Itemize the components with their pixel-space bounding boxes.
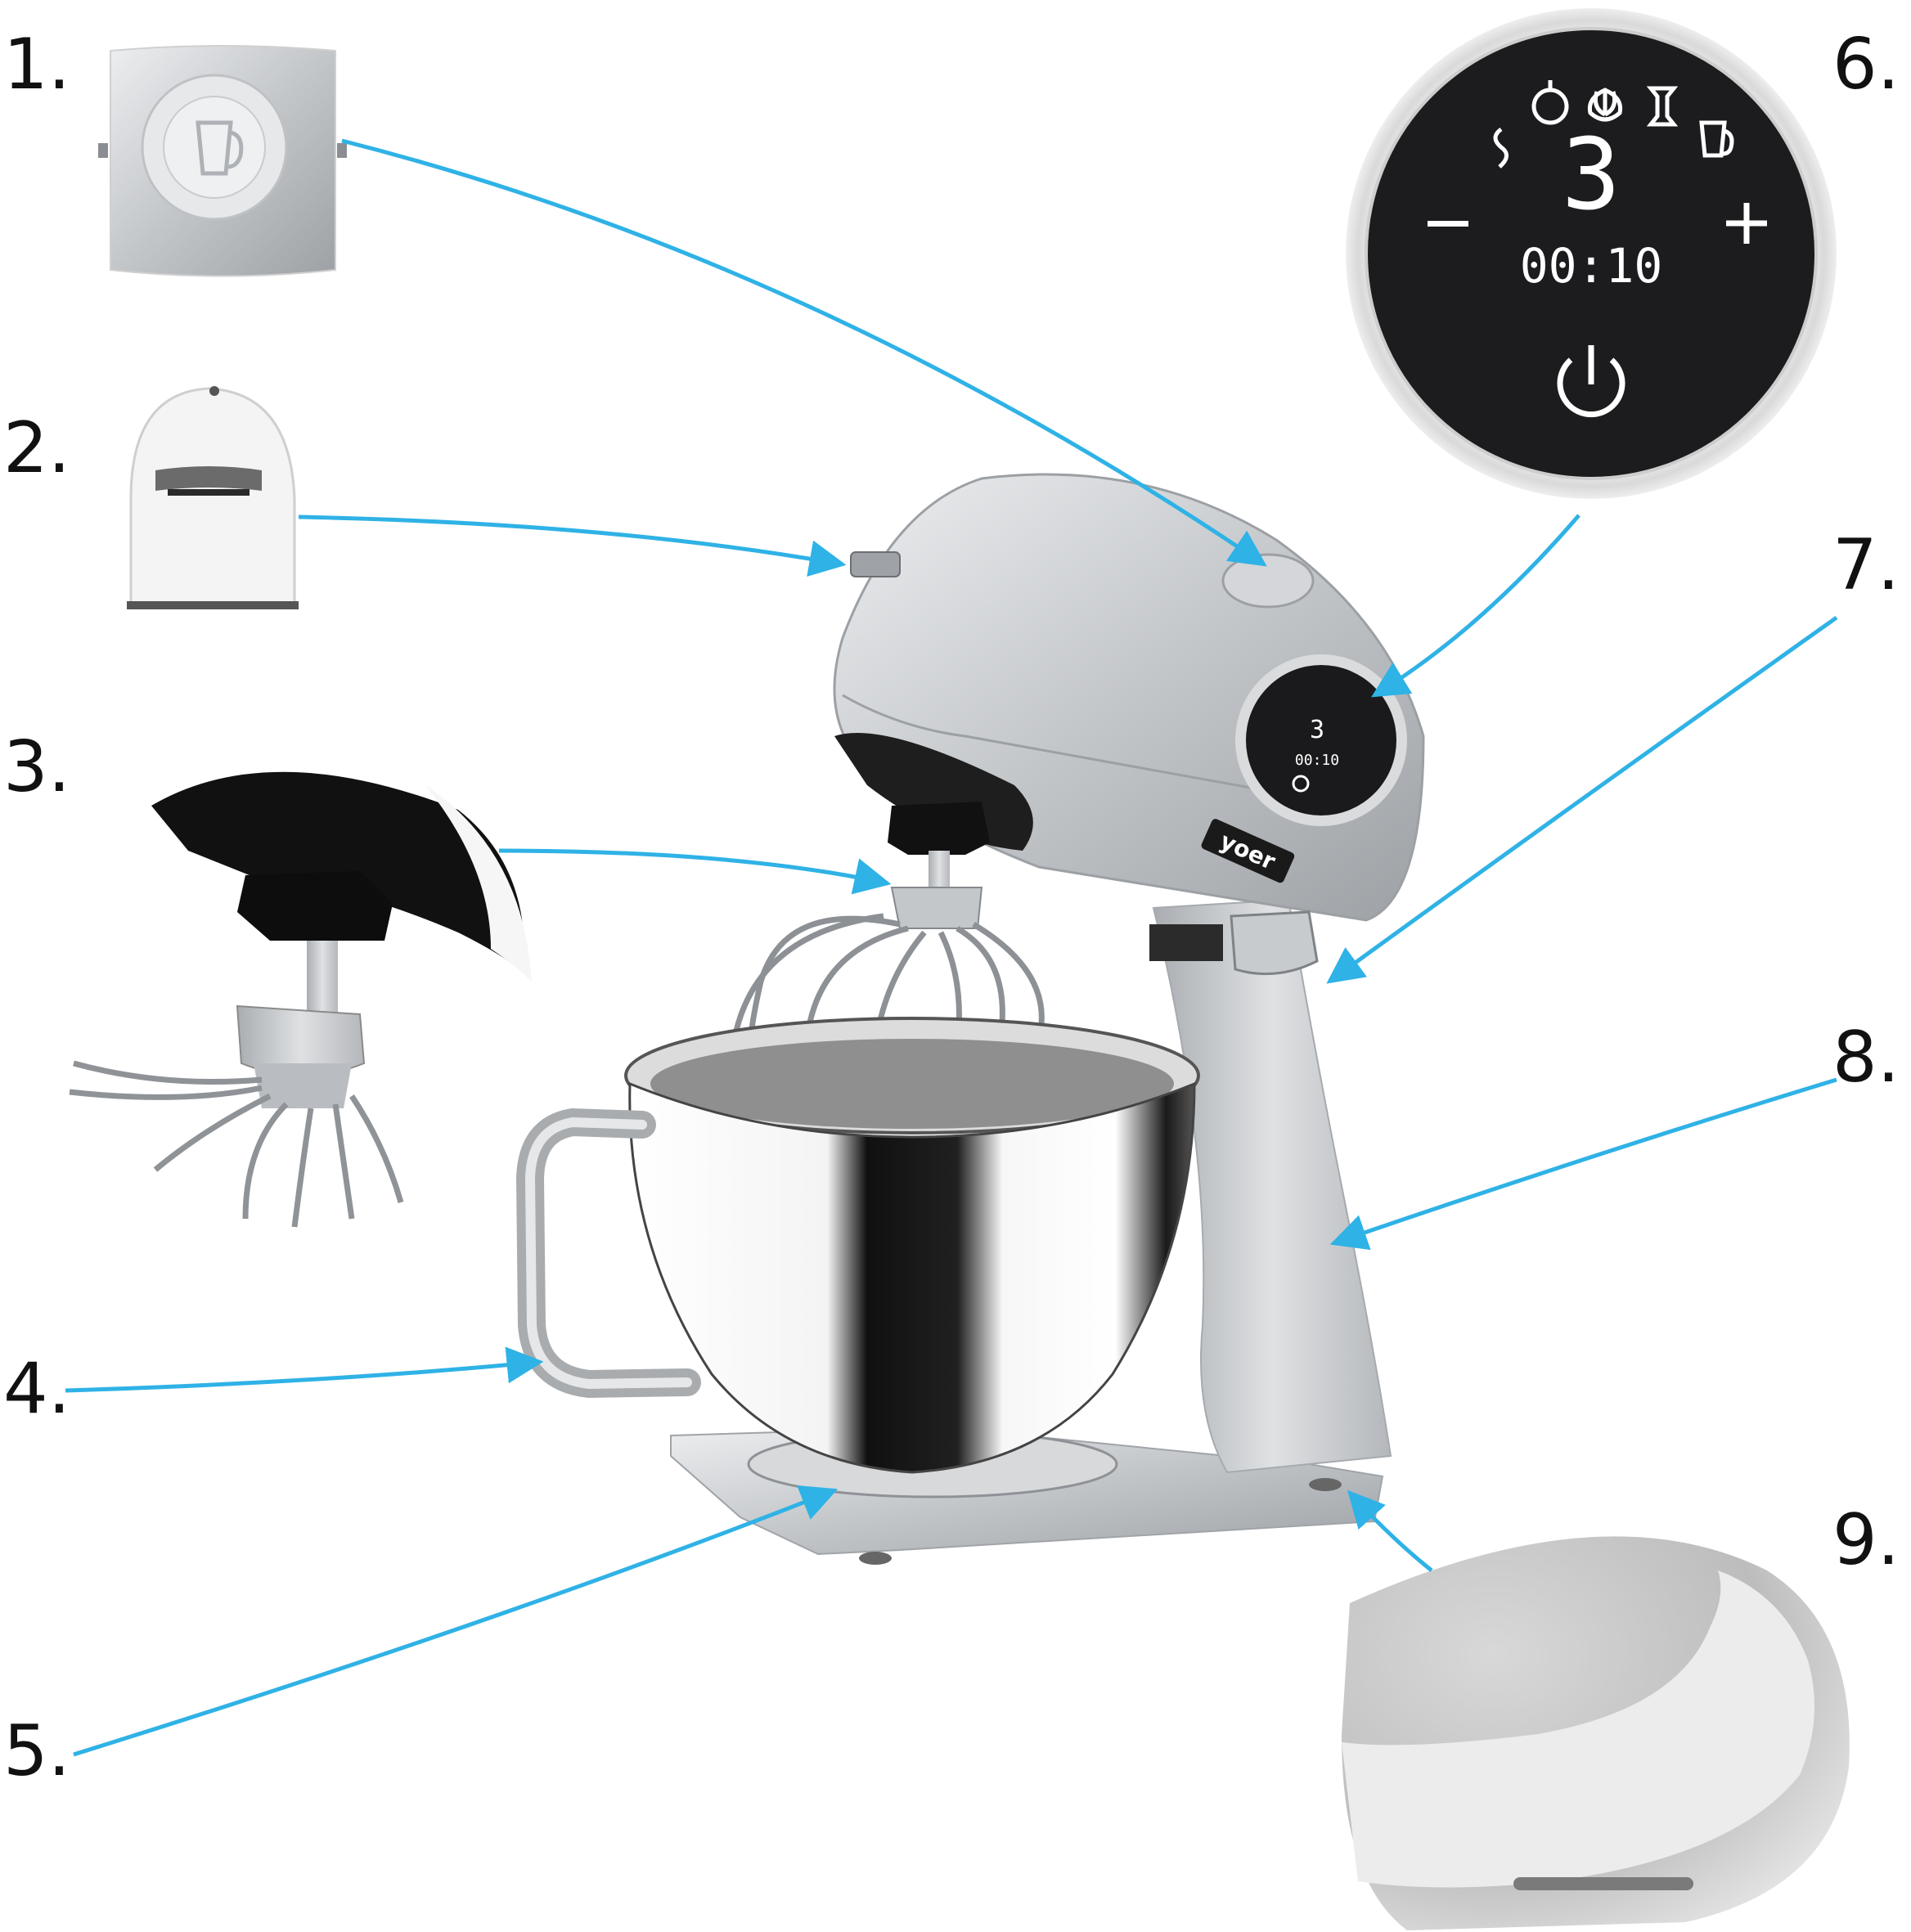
head-power-icon xyxy=(1292,775,1310,793)
arrow-5 xyxy=(73,1485,839,1757)
arrow-4 xyxy=(65,1346,544,1393)
inset-rear-cover xyxy=(127,386,299,609)
inset-rubber-foot xyxy=(1342,1536,1850,1930)
head-release-lever[interactable] xyxy=(850,551,901,577)
inset-whisk-coupling xyxy=(69,771,532,1228)
arrow-3 xyxy=(498,848,892,895)
arrow-7 xyxy=(1326,615,1838,984)
whisk-icon xyxy=(1587,88,1623,122)
callout-3: 3. xyxy=(3,726,71,808)
minus-button[interactable] xyxy=(1428,221,1468,227)
speed-readout: 3 xyxy=(1562,119,1621,232)
jug-icon xyxy=(1699,120,1734,158)
callout-8: 8. xyxy=(1832,1017,1900,1099)
arrow-8 xyxy=(1329,1077,1837,1251)
timer-readout: 00:10 xyxy=(1520,238,1663,294)
hinge-lock xyxy=(1230,910,1319,976)
callout-7: 7. xyxy=(1832,524,1900,606)
arrow-2 xyxy=(298,514,847,577)
blender-attachment-icon xyxy=(1646,86,1679,127)
power-icon[interactable] xyxy=(1557,345,1625,418)
plus-button[interactable] xyxy=(1726,203,1767,244)
inset-top-cover xyxy=(98,45,347,277)
jug-emblem-icon xyxy=(196,120,244,176)
stand-mixer: 3 00:10 yoer xyxy=(515,473,1425,1565)
head-speed-readout: 3 xyxy=(1310,716,1324,744)
mixer-column xyxy=(1152,898,1392,1474)
arrow-6 xyxy=(1371,514,1581,698)
arrow-1 xyxy=(341,138,1267,567)
callout-5: 5. xyxy=(3,1710,71,1792)
inset-control-panel: 3 00:10 xyxy=(1346,8,1837,499)
arrow-9 xyxy=(1347,1489,1433,1572)
callout-4: 4. xyxy=(3,1348,71,1430)
callout-6: 6. xyxy=(1832,24,1900,106)
mixing-bowl xyxy=(628,1081,1196,1474)
brand-badge xyxy=(1201,819,1295,883)
callout-2: 2. xyxy=(3,407,71,489)
dough-hook-icon xyxy=(1493,127,1509,168)
callout-arrows xyxy=(65,138,1838,1757)
flat-beater-icon xyxy=(1531,80,1569,125)
top-cover xyxy=(1221,553,1315,609)
callout-9: 9. xyxy=(1832,1499,1900,1581)
callout-1: 1. xyxy=(3,24,71,106)
head-timer-readout: 00:10 xyxy=(1295,752,1339,769)
